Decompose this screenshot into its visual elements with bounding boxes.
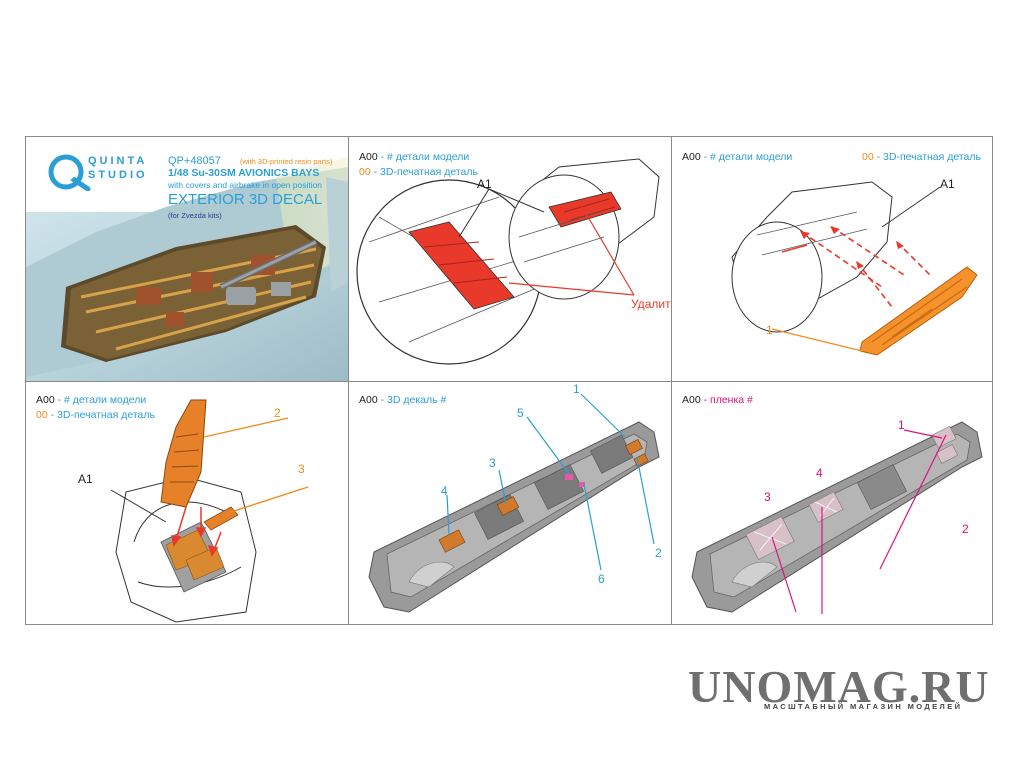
remove-label: Удалить	[631, 297, 671, 311]
product-title: 1/48 Su-30SM AVIONICS BAYS	[168, 167, 320, 179]
legend-line-1: A00 - # детали модели	[682, 151, 793, 163]
kit-note: (for Zvezda kits)	[168, 211, 222, 220]
callout-4: 4	[441, 484, 448, 498]
legend-line: A00 - 3D декаль #	[359, 394, 447, 406]
part-label-a1: A1	[78, 472, 93, 486]
watermark-tagline: МАСШТАБНЫЙ МАГАЗИН МОДЕЛЕЙ	[764, 702, 963, 711]
legend-line-1: A00 - # детали модели	[359, 151, 470, 163]
install-diagram	[731, 181, 978, 356]
watermark-name: UNOMAG.RU	[688, 661, 990, 712]
title-panel: QUINTA STUDIO QP+48057 (with 3D-printed …	[26, 137, 348, 381]
parts-diagram	[110, 399, 309, 623]
logo-text-top: QUINTA	[88, 155, 148, 167]
divider	[348, 137, 349, 624]
quinta-logo-icon	[48, 154, 91, 191]
step-panel-install: A00 - # детали модели 00 - 3D-печатная д…	[672, 137, 994, 381]
step-panel-film: A00 - пленка #	[672, 382, 994, 626]
divider	[26, 381, 992, 382]
callout-3: 3	[489, 456, 496, 470]
callout-3: 3	[764, 490, 771, 504]
cockpit-photo	[26, 157, 348, 381]
resin-note: (with 3D-printed resin parts)	[240, 157, 333, 166]
callout-3: 3	[298, 462, 305, 476]
legend-line-2: 00 - 3D-печатная деталь	[862, 151, 981, 163]
removal-diagram	[356, 158, 660, 365]
legend-line: A00 - пленка #	[682, 394, 753, 406]
callout-2: 2	[962, 522, 969, 536]
legend-line-2: 00 - 3D-печатная деталь	[359, 166, 478, 178]
callout-2: 2	[655, 546, 662, 560]
product-code: QP+48057	[168, 155, 221, 167]
step-panel-decals: A00 - 3D декаль #	[349, 382, 671, 626]
callout-5: 5	[517, 406, 524, 420]
callout-1: 1	[573, 382, 580, 396]
film-diagram	[691, 421, 983, 614]
product-type: EXTERIOR 3D DECAL	[168, 191, 323, 208]
callout-2: 2	[274, 406, 281, 420]
part-label-a1: A1	[477, 177, 492, 191]
instruction-sheet: QUINTA STUDIO QP+48057 (with 3D-printed …	[25, 136, 993, 625]
step-panel-parts: A00 - # детали модели 00 - 3D-печатная д…	[26, 382, 348, 626]
logo-text-bottom: STUDIO	[88, 169, 148, 181]
decal-diagram	[368, 393, 660, 613]
callout-6: 6	[598, 572, 605, 586]
callout-1: 1	[766, 323, 773, 337]
step-panel-remove: A00 - # детали модели 00 - 3D-печатная д…	[349, 137, 671, 381]
part-label-a1: A1	[940, 177, 955, 191]
legend-line-2: 00 - 3D-печатная деталь	[36, 409, 155, 421]
callout-1: 1	[898, 418, 905, 432]
callout-4: 4	[816, 466, 823, 480]
divider	[671, 137, 672, 624]
product-subtitle: with covers and airbrake in open positio…	[168, 180, 323, 190]
legend-line-1: A00 - # детали модели	[36, 394, 147, 406]
